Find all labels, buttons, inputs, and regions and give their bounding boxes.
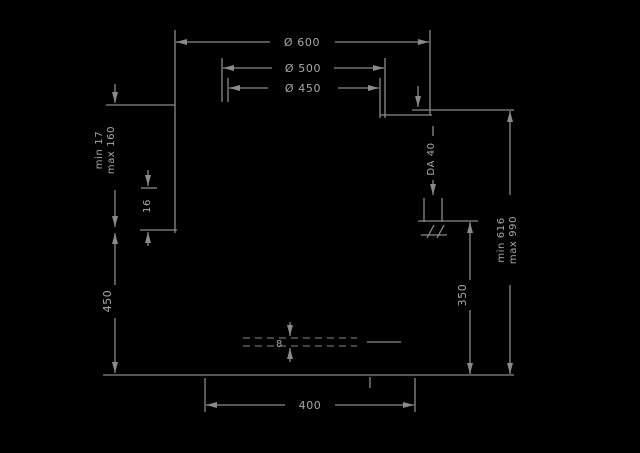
dimension-inner-diameter: Ø 450 bbox=[229, 82, 379, 95]
dimension-left-range: min 17 max 160 bbox=[94, 84, 118, 227]
dim-label-top-diameter: Ø 600 bbox=[284, 36, 320, 49]
pipe-hatch-1 bbox=[426, 224, 435, 239]
dimension-top-diameter: Ø 600 bbox=[176, 36, 429, 49]
dimension-bottom-width: 400 bbox=[206, 399, 414, 412]
dim-label-center-gap: 8 bbox=[276, 339, 283, 350]
dim-label-right-height: 350 bbox=[456, 284, 469, 307]
dimension-mid-diameter: Ø 500 bbox=[223, 62, 384, 75]
dimension-left-height: 450 bbox=[101, 233, 118, 373]
object-outline bbox=[103, 30, 514, 412]
dim-label-left-offset: 16 bbox=[142, 199, 153, 213]
dimension-left-offset: 16 bbox=[142, 170, 153, 246]
dim-label-mid-diameter: Ø 500 bbox=[285, 62, 321, 75]
dim-label-left-height: 450 bbox=[101, 290, 114, 313]
dim-label-right-range-max: max 990 bbox=[508, 216, 519, 264]
dimension-pipe-diameter: DA 40 bbox=[426, 126, 437, 195]
drain-pipe bbox=[418, 198, 478, 239]
dim-label-pipe-diameter: DA 40 bbox=[426, 142, 437, 175]
pipe-hatch-2 bbox=[436, 224, 445, 239]
dim-label-left-range-min: min 17 bbox=[94, 131, 105, 169]
dim-label-bottom-width: 400 bbox=[299, 399, 322, 412]
dimension-center-gap: 8 bbox=[243, 322, 401, 362]
dimension-right-height: 350 bbox=[456, 222, 473, 374]
dim-label-inner-diameter: Ø 450 bbox=[285, 82, 321, 95]
dim-label-right-range-min: min 616 bbox=[496, 217, 507, 262]
dimension-right-range: min 616 max 990 bbox=[496, 111, 519, 374]
dim-label-left-range-max: max 160 bbox=[106, 126, 117, 174]
